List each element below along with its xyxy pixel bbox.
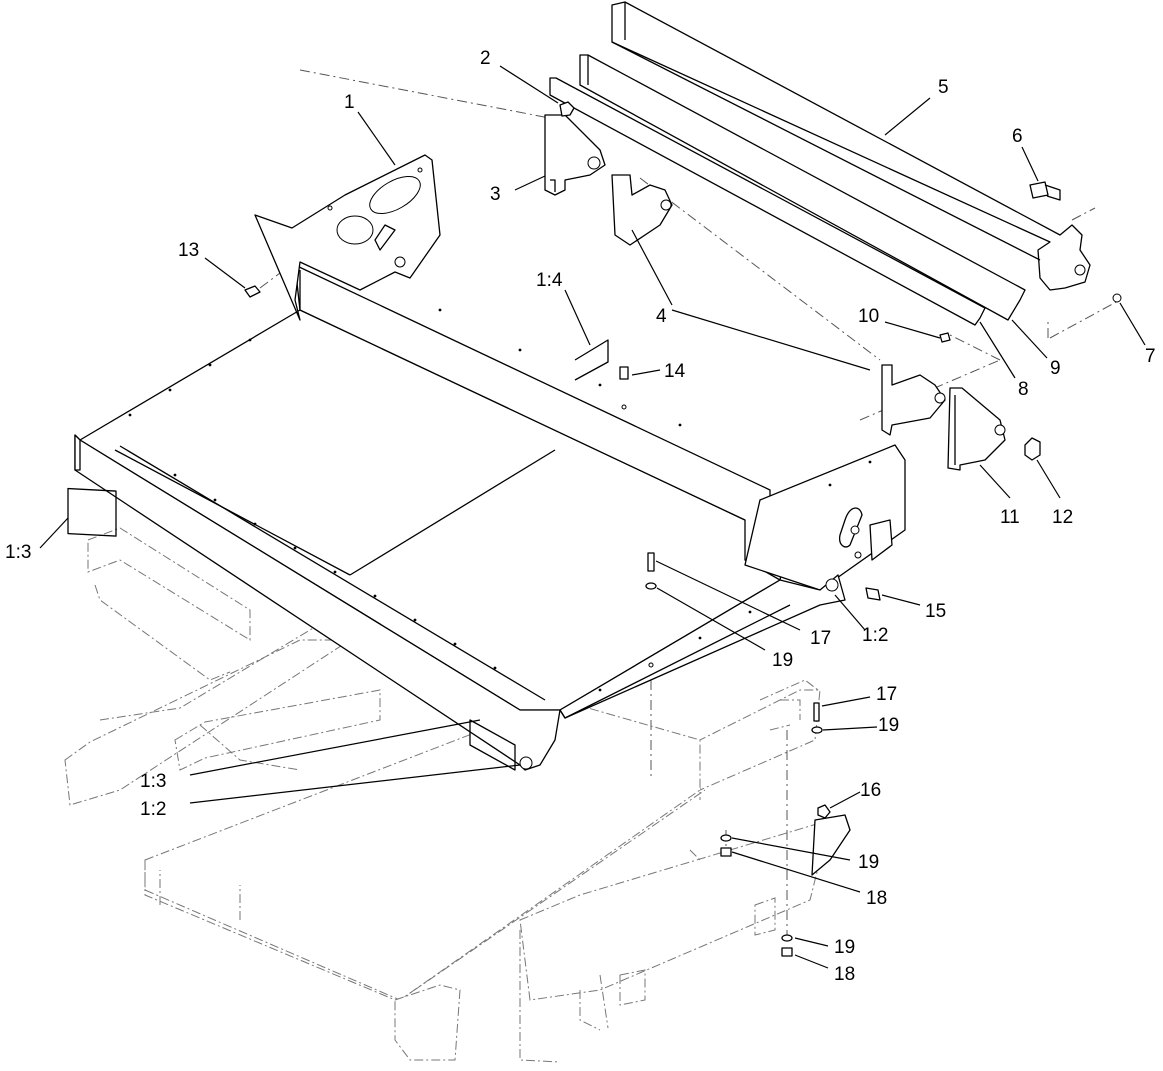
- part-4-bracket-left: [611, 174, 673, 246]
- callout-19-lower: 19: [858, 852, 879, 873]
- callout-13: 13: [178, 240, 199, 261]
- callout-1-3-left: 1:3: [5, 542, 31, 563]
- callout-14: 14: [664, 361, 686, 382]
- seat-deck: [67, 264, 906, 771]
- leader-lines: [39, 65, 1146, 969]
- callout-8: 8: [1018, 379, 1029, 400]
- callout-labels: 1 2 3 4 5 6 7 8 9 10 11 12 13 14 15 16 1…: [5, 48, 1156, 985]
- phantom-frame: [64, 527, 851, 1063]
- callout-3: 3: [490, 184, 501, 205]
- callout-1-2-front: 1:2: [140, 799, 166, 820]
- callout-12: 12: [1052, 507, 1073, 528]
- callout-1-2-right: 1:2: [862, 625, 888, 646]
- callout-1-3-front: 1:3: [140, 771, 166, 792]
- part-8-strip: [549, 77, 986, 326]
- part-11-side-bracket: [947, 387, 1006, 471]
- callout-10: 10: [858, 306, 879, 327]
- callout-17-lower: 17: [876, 684, 897, 705]
- callout-19-bottom: 19: [834, 937, 855, 958]
- callout-18-bottom: 18: [834, 964, 855, 985]
- callout-7: 7: [1145, 346, 1156, 367]
- part-3-bracket: [544, 114, 606, 196]
- hardware: [244, 101, 1122, 957]
- part-4-bracket-right: [881, 364, 946, 436]
- callout-19-upper: 19: [772, 650, 793, 671]
- callout-1-4: 1:4: [536, 270, 563, 291]
- callout-9: 9: [1050, 358, 1061, 379]
- part-9-strip: [579, 54, 1026, 321]
- callout-19-mid: 19: [878, 715, 899, 736]
- callout-6: 6: [1012, 126, 1023, 147]
- callout-2: 2: [480, 48, 491, 69]
- callout-4: 4: [656, 306, 667, 327]
- callout-11: 11: [1000, 507, 1020, 528]
- callout-5: 5: [938, 77, 949, 98]
- callout-18-upper: 18: [866, 888, 887, 909]
- callout-15: 15: [925, 601, 946, 622]
- callout-1: 1: [344, 92, 355, 113]
- rivet-holes: [128, 308, 872, 692]
- part-1-mount-plate: [254, 154, 441, 321]
- part-5-rail: [611, 1, 1091, 291]
- callout-17-upper: 17: [810, 628, 831, 649]
- callout-16: 16: [860, 780, 881, 801]
